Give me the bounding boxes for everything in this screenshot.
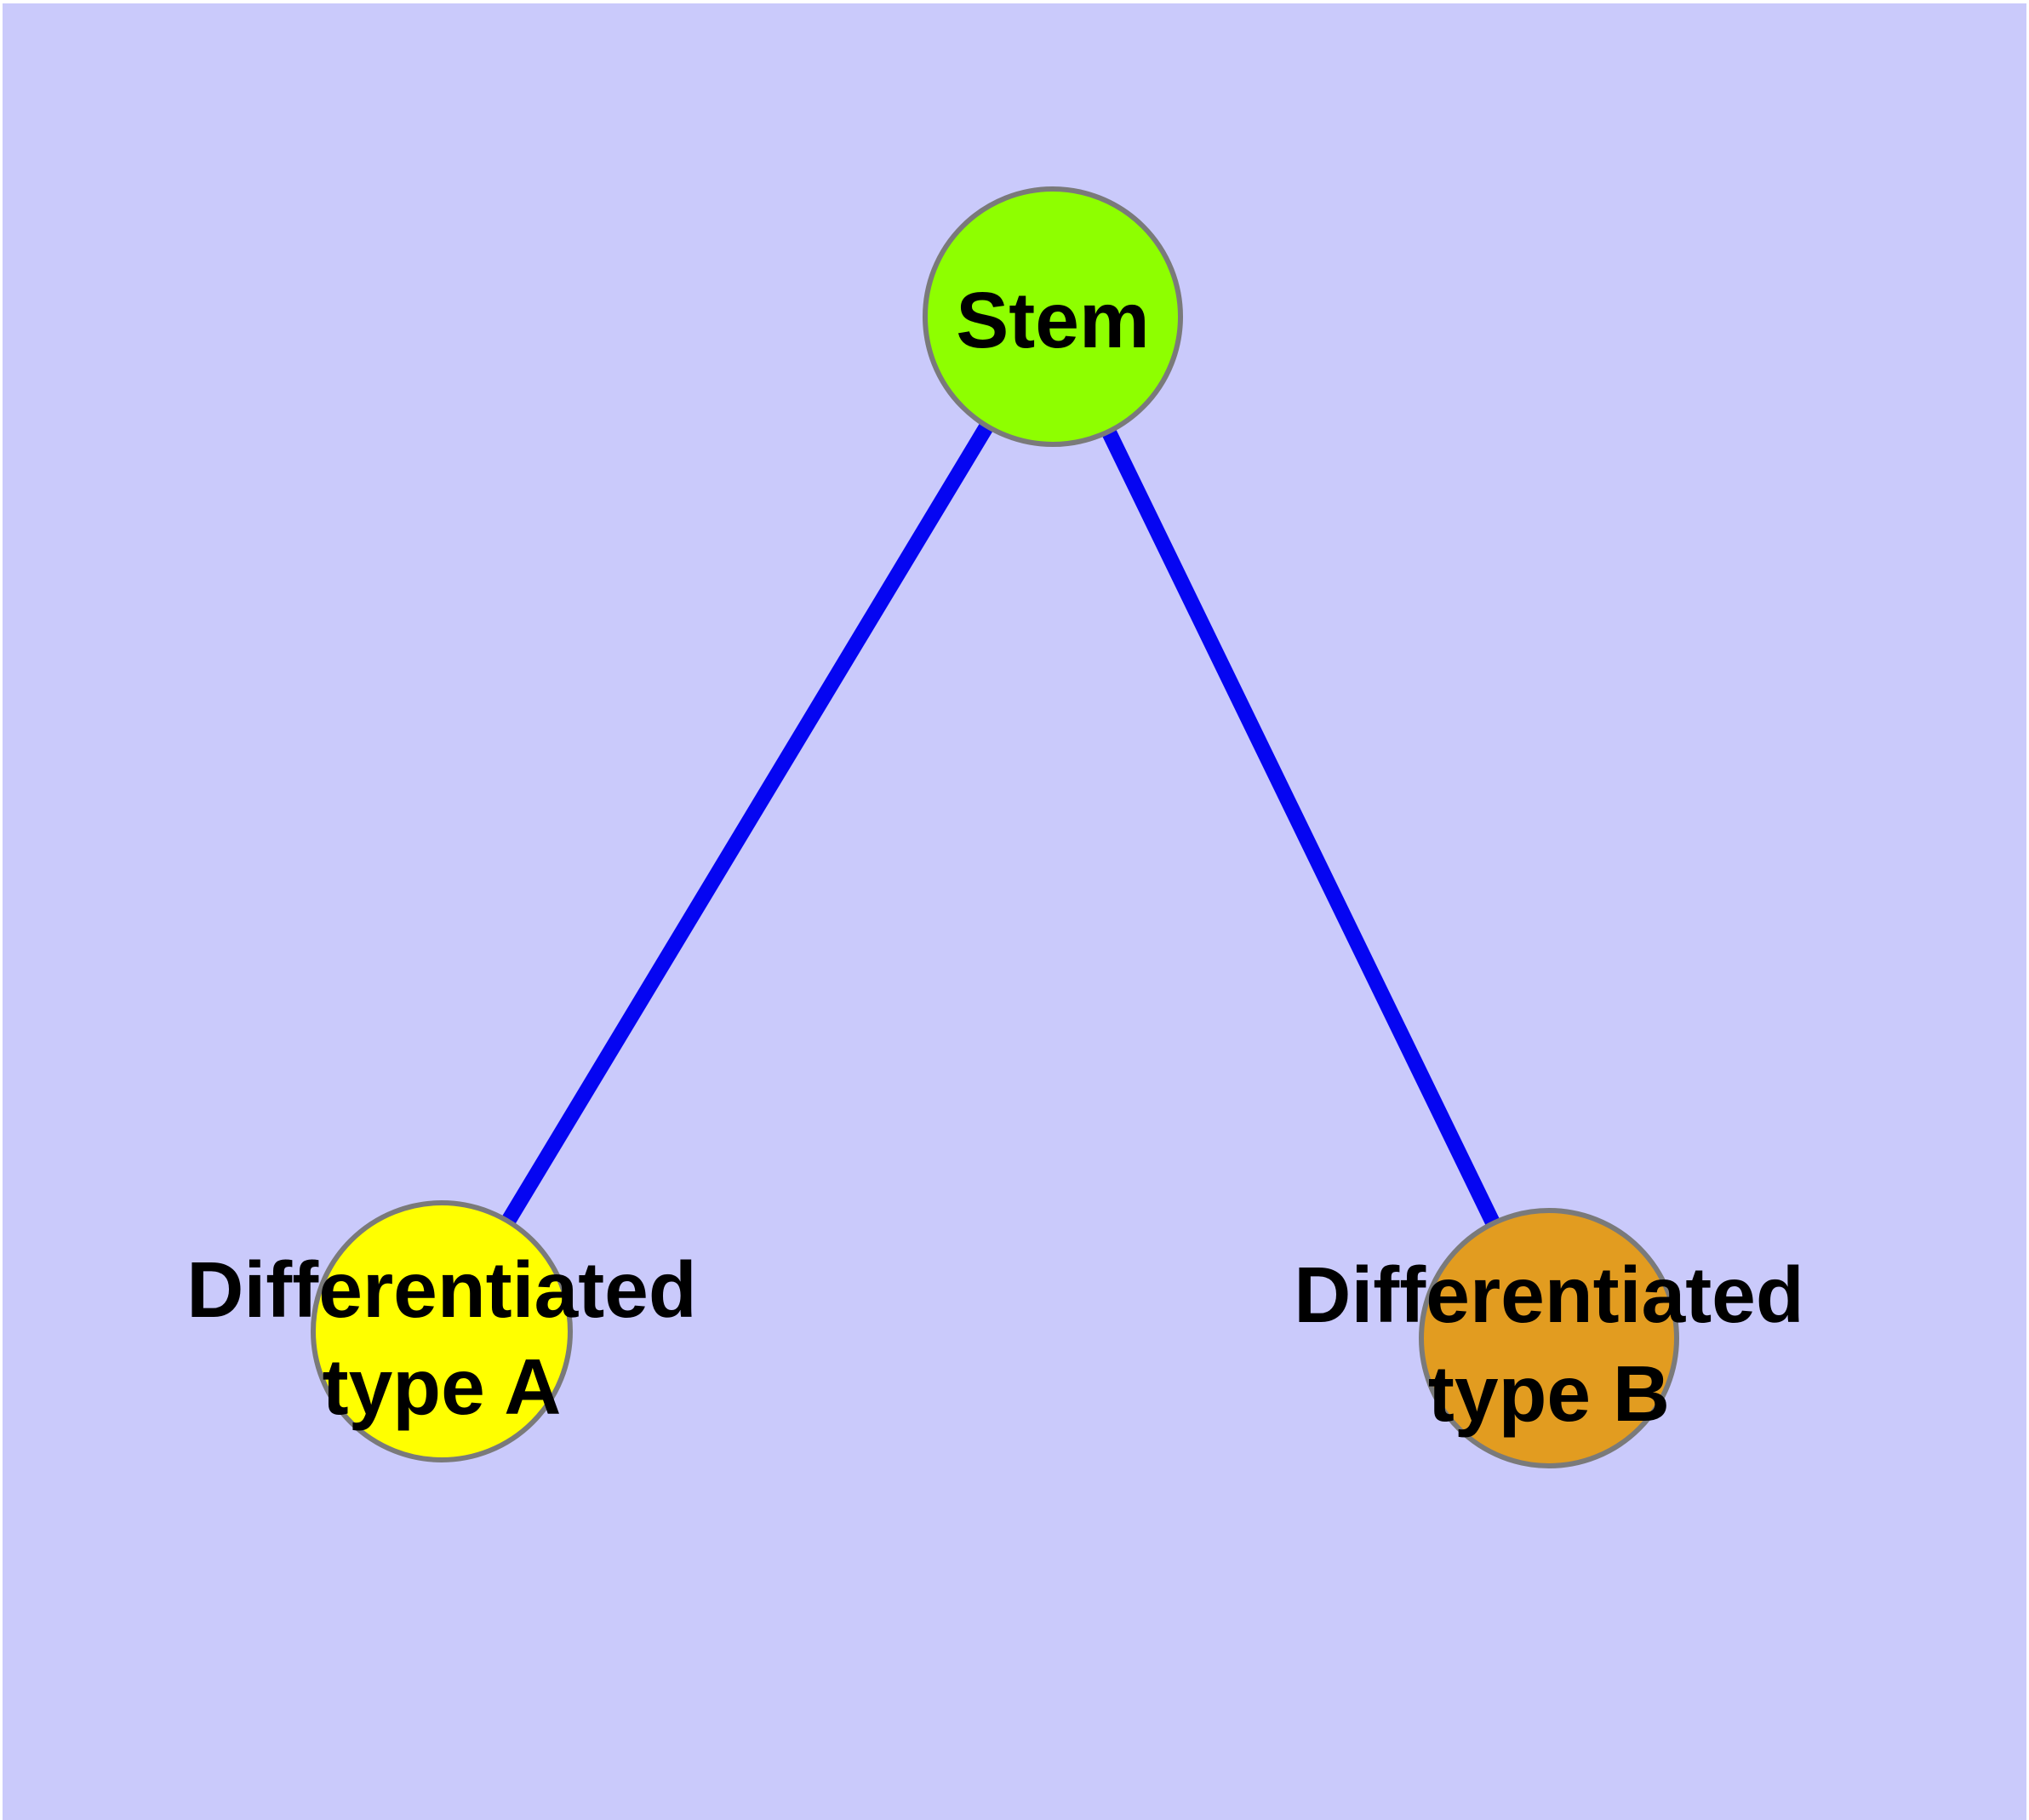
node-differentiated-type-b-label-line-2: type B: [1428, 1349, 1670, 1438]
node-differentiated-type-b: [1419, 1208, 1679, 1468]
edge-stem-to-type-a: [435, 312, 1060, 1336]
edge-stem-to-type-b: [1045, 313, 1557, 1342]
node-differentiated-type-b-label-line-1: Differentiated: [1294, 1251, 1803, 1339]
node-differentiated-type-a: [311, 1200, 573, 1462]
node-differentiated-type-a-label-line-1: Differentiated: [186, 1245, 696, 1334]
node-stem: [923, 186, 1183, 447]
node-differentiated-type-a-label-line-2: type A: [323, 1342, 562, 1431]
node-stem-label: Stem: [956, 276, 1149, 364]
